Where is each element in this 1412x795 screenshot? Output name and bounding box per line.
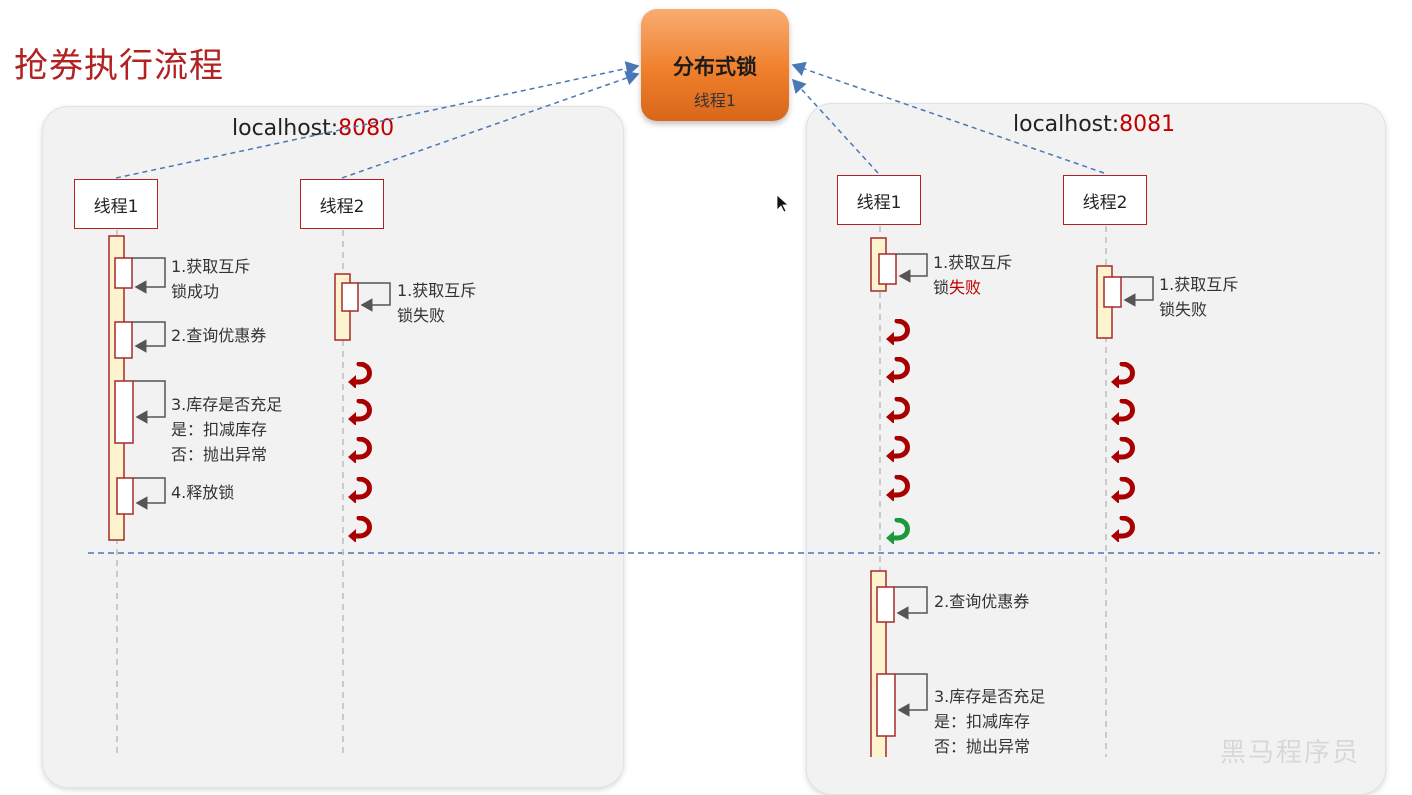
retry-icon (348, 364, 370, 389)
step-release-lock: 4.释放锁 (171, 483, 235, 502)
call-box-left-t1-2 (114, 321, 133, 359)
step-query-coupon: 2.查询优惠券 (171, 326, 267, 345)
thread-box-left-t1: 线程1 (74, 179, 158, 229)
distributed-lock: 分布式锁 线程1 (641, 9, 789, 121)
call-box-right-t1-2 (876, 586, 895, 623)
retry-icon (886, 438, 908, 463)
call-box-left-t1-3 (114, 380, 134, 444)
step-check-stock: 3.库存是否充足是：扣减库存否：抛出异常 (171, 395, 283, 464)
self-arrow-left-t1-1 (132, 257, 166, 294)
self-arrow-left-t2-1 (358, 282, 391, 312)
self-arrow-right-t2-1 (1121, 276, 1154, 307)
retry-icon (886, 399, 908, 424)
retry-icon (886, 359, 908, 384)
request-line-right-t2 (791, 61, 1105, 174)
self-arrow-left-t1-4 (133, 477, 166, 510)
step-check-stock: 3.库存是否充足是：扣减库存否：抛出异常 (934, 687, 1046, 756)
retry-icon (348, 479, 370, 504)
retry-success-icon (886, 520, 908, 545)
call-box-left-t1-4 (116, 477, 134, 515)
thread-box-left-t2: 线程2 (300, 179, 384, 229)
step-acquire-lock-fail: 1.获取互斥锁失败 (1159, 275, 1239, 319)
thread-box-right-t1: 线程1 (837, 175, 921, 225)
mouse-cursor-icon (776, 194, 790, 213)
retry-icon (1111, 518, 1133, 543)
call-box-left-t1-1 (114, 257, 133, 289)
lock-holder: 线程1 (693, 91, 737, 110)
host-label-8081: localhost:8081 (1013, 112, 1176, 137)
retry-icon (886, 477, 908, 502)
retry-icon (1111, 401, 1133, 426)
self-arrow-right-t1-3 (895, 673, 928, 717)
watermark: 黑马程序员 (1220, 738, 1361, 768)
call-box-right-t1-3 (876, 673, 896, 737)
call-box-right-t2-1 (1103, 276, 1122, 308)
step-query-coupon: 2.查询优惠券 (934, 592, 1030, 611)
self-arrow-left-t1-3 (133, 380, 166, 424)
sequence-diagram (88, 61, 1380, 757)
retry-icon (1111, 364, 1133, 389)
thread-box-right-t2: 线程2 (1063, 175, 1147, 225)
self-arrow-right-t1-1 (896, 253, 928, 283)
retry-icon (886, 321, 908, 346)
self-arrow-left-t1-2 (132, 321, 166, 353)
step-acquire-lock-fail: 1.获取互斥 锁失败 (933, 253, 1013, 297)
retry-icon (1111, 479, 1133, 504)
call-box-left-t2-1 (341, 282, 359, 312)
retry-icon (348, 518, 370, 543)
self-arrow-right-t1-2 (894, 586, 928, 620)
host-label-8080: localhost:8080 (232, 116, 395, 141)
request-line-left-t2 (341, 70, 640, 179)
call-box-right-t1-1 (878, 253, 897, 285)
request-line-left-t1 (115, 61, 640, 179)
retry-icon (348, 439, 370, 464)
step-acquire-lock-fail: 1.获取互斥锁失败 (397, 281, 477, 325)
page-title: 抢券执行流程 (14, 46, 224, 86)
lock-title: 分布式锁 (673, 55, 757, 79)
request-line-right-t1 (791, 78, 879, 174)
retry-icon (1111, 439, 1133, 464)
step-acquire-lock-success: 1.获取互斥锁成功 (171, 257, 251, 301)
retry-icon (348, 401, 370, 426)
